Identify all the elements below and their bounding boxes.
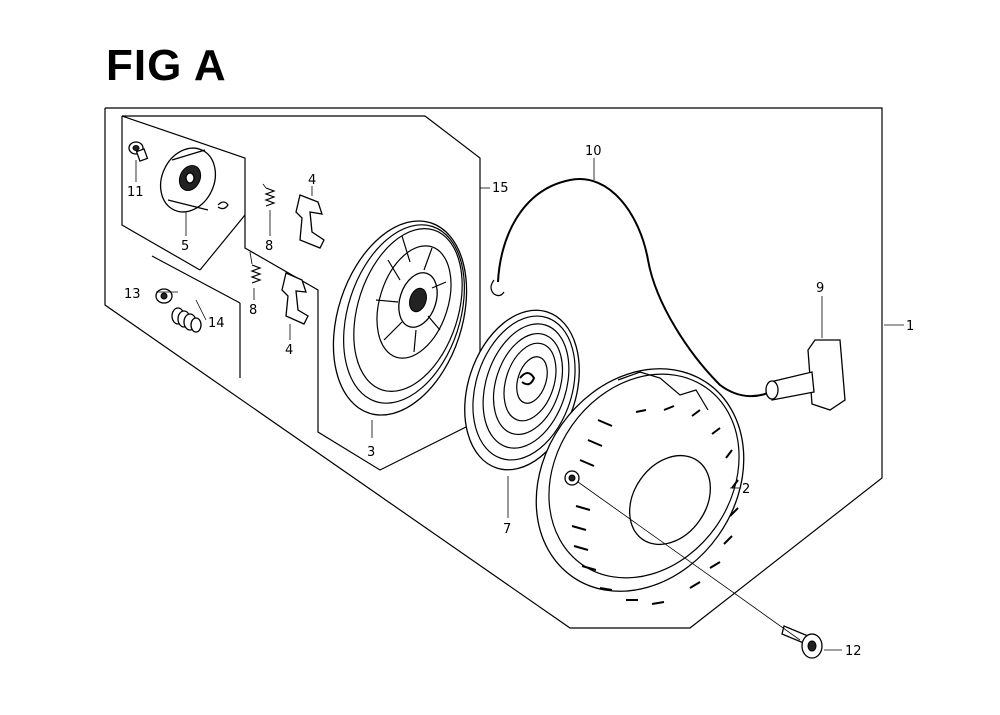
callout-8-upper: 8 [265,239,273,254]
assembly-outline [104,107,883,629]
part-2-starter-case [535,368,745,605]
part-4-pawl-lower [281,272,309,325]
part-13-nut [155,288,173,304]
divider-line [199,214,246,271]
subassembly-outline [121,115,481,471]
divider-line [151,255,241,304]
part-5-ratchet [159,147,217,213]
callout-13: 13 [124,287,141,302]
callout-11: 11 [127,185,144,200]
leader-lines [135,158,904,651]
part-4-pawl-upper [295,194,325,249]
spring-clip [217,201,229,210]
callout-1: 1 [906,319,914,334]
callout-12: 12 [845,644,862,659]
callout-14: 14 [208,316,225,331]
callout-10: 10 [585,144,602,159]
callout-9: 9 [816,281,824,296]
part-12-bolt [781,625,823,659]
callout-4-upper: 4 [308,173,316,188]
callout-7: 7 [503,522,511,537]
callout-labels: 1 2 3 4 4 5 7 8 8 9 10 11 12 13 14 15 [124,144,914,659]
part-9-handle [765,339,846,411]
callout-2: 2 [742,482,750,497]
callout-4-lower: 4 [285,343,293,358]
callout-15: 15 [492,181,509,196]
part-10-rope [490,178,775,398]
figure-title: FIG A [106,41,227,90]
callout-5: 5 [181,239,189,254]
part-14-spring [171,307,202,333]
part-7-spring-coil [464,309,580,471]
part-11-screw [128,141,149,162]
part-8-spring-upper [262,183,276,207]
part-8-spring-lower [249,251,262,284]
part-3-reel [332,220,468,416]
callout-8-lower: 8 [249,303,257,318]
subassembly-outline-left [121,116,201,271]
callout-3: 3 [367,445,375,460]
